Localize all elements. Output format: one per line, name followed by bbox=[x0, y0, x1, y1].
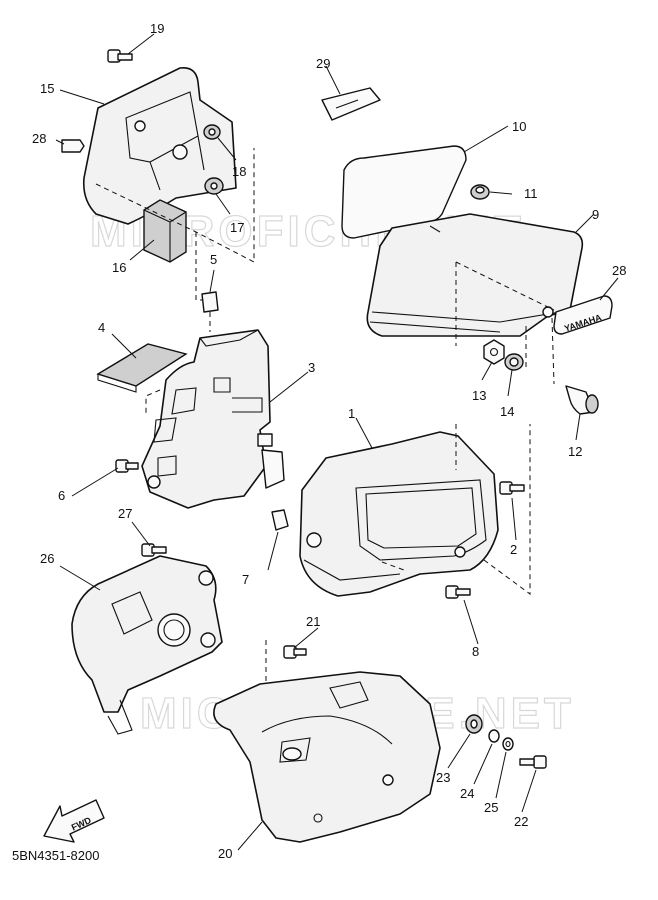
part-1-cover bbox=[299, 431, 499, 597]
callout-7: 7 bbox=[242, 572, 249, 587]
part-20-crankcase-cover bbox=[213, 671, 441, 843]
callout-20: 20 bbox=[218, 846, 232, 861]
part-6-bolt bbox=[115, 459, 139, 473]
part-9-side-cover bbox=[366, 213, 584, 337]
fwd-arrow: FWD bbox=[43, 799, 105, 843]
part-22-bolt bbox=[519, 755, 547, 769]
callout-29: 29 bbox=[316, 56, 330, 71]
diagram-reference-code: 5BN4351-8200 bbox=[12, 848, 100, 863]
callout-22: 22 bbox=[514, 814, 528, 829]
callout-13: 13 bbox=[472, 388, 486, 403]
callout-27: 27 bbox=[118, 506, 132, 521]
part-2-bolt bbox=[499, 481, 525, 495]
part-19-bolt bbox=[107, 49, 133, 63]
callout-23: 23 bbox=[436, 770, 450, 785]
callout-19: 19 bbox=[150, 21, 164, 36]
callout-18: 18 bbox=[232, 164, 246, 179]
part-26-cover bbox=[71, 555, 223, 735]
part-24-spacer bbox=[488, 729, 500, 743]
part-16-damper bbox=[143, 199, 187, 263]
part-13-nut bbox=[483, 339, 505, 365]
callout-3: 3 bbox=[308, 360, 315, 375]
part-18-grommet bbox=[203, 124, 221, 140]
callout-9: 9 bbox=[592, 207, 599, 222]
part-10-panel bbox=[341, 145, 467, 239]
part-23-spacer bbox=[465, 714, 483, 734]
part-11-grommet bbox=[470, 184, 490, 200]
callout-14: 14 bbox=[500, 404, 514, 419]
callout-6: 6 bbox=[58, 488, 65, 503]
part-25-washer bbox=[502, 737, 514, 751]
part-21-bolt bbox=[283, 645, 307, 659]
callout-17: 17 bbox=[230, 220, 244, 235]
leader-lines bbox=[55, 33, 619, 851]
callout-4: 4 bbox=[98, 320, 105, 335]
callout-26: 26 bbox=[40, 551, 54, 566]
part-5-clip bbox=[201, 291, 219, 313]
part-15-cover bbox=[82, 66, 237, 225]
part-14-spacer bbox=[504, 353, 524, 371]
callout-2: 2 bbox=[510, 542, 517, 557]
callout-12: 12 bbox=[568, 444, 582, 459]
callout-11: 11 bbox=[524, 186, 538, 201]
callout-15: 15 bbox=[40, 81, 54, 96]
part-28-pin-left bbox=[61, 139, 85, 153]
part-27-bolt bbox=[141, 543, 167, 557]
part-29-plate bbox=[321, 87, 381, 121]
callout-25: 25 bbox=[484, 800, 498, 815]
callout-labels: 19 15 28 18 17 16 5 29 10 11 9 28 13 14 … bbox=[32, 21, 626, 861]
callout-1: 1 bbox=[348, 406, 355, 421]
part-8-bolt bbox=[445, 585, 471, 599]
callout-10: 10 bbox=[512, 119, 526, 134]
callout-8: 8 bbox=[472, 644, 479, 659]
callout-21: 21 bbox=[306, 614, 320, 629]
part-7-clip-nut bbox=[271, 509, 289, 531]
callout-28-left: 28 bbox=[32, 131, 46, 146]
part-17-grommet bbox=[204, 177, 224, 195]
part-3-bracket bbox=[141, 329, 285, 509]
callout-28-right: 28 bbox=[612, 263, 626, 278]
part-12-lock bbox=[565, 385, 599, 415]
callout-5: 5 bbox=[210, 252, 217, 267]
callout-16: 16 bbox=[112, 260, 126, 275]
callout-24: 24 bbox=[460, 786, 474, 801]
